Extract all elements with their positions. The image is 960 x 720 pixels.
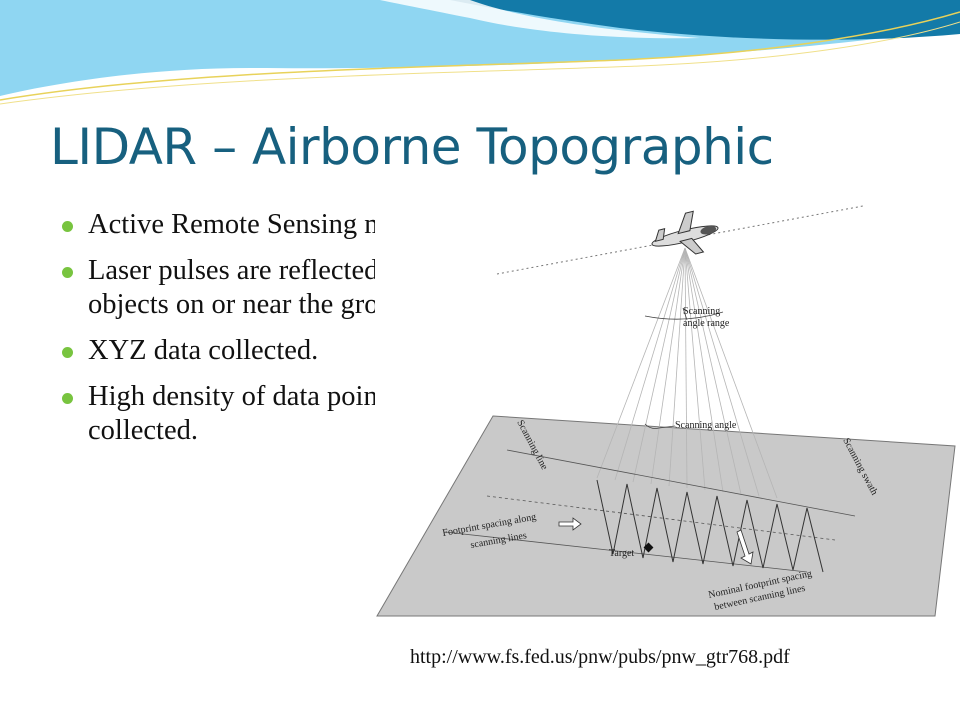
airplane-icon [651, 210, 719, 255]
source-url[interactable]: http://www.fs.fed.us/pnw/pubs/pnw_gtr768… [410, 646, 790, 668]
scanning-angle-pointer [658, 425, 676, 429]
bullet-dot [62, 267, 73, 278]
bullet-dot [62, 347, 73, 358]
bullet-dot [62, 221, 73, 232]
slide-title: LIDAR – Airborne Topographic [50, 118, 774, 176]
swath-boundary [506, 449, 856, 517]
lidar-diagram: Scanning angle range Scanning angle Scan… [375, 198, 960, 618]
target-marker [643, 542, 654, 553]
bullet-text: High density of data points collected. [88, 381, 397, 446]
ground-plane [376, 415, 956, 617]
scan-centerline [486, 495, 836, 541]
header-white-gap [380, 0, 700, 39]
label-scanning-angle-range-2: angle range [683, 318, 730, 329]
bullet-text: XYZ data collected. [88, 335, 319, 366]
label-scanning-angle-range-1: Scanning [683, 306, 720, 317]
bullet-item: XYZ data collected. [62, 334, 482, 368]
label-scanning-angle: Scanning angle [675, 420, 737, 431]
scanning-angle-arc [644, 423, 660, 429]
scanning-angle-range-arc [644, 311, 724, 320]
label-target: Target [609, 548, 634, 559]
bullet-dot [62, 393, 73, 404]
header-decoration [0, 0, 960, 105]
bullet-item: High density of data points collected. [62, 380, 482, 448]
nominal-spacing-arrow [736, 529, 754, 565]
header-dark-blue-band [450, 0, 960, 40]
header-yellow-stripe [0, 11, 960, 101]
scanning-angle-range-pointer [682, 307, 688, 321]
scanning-zigzag [596, 479, 824, 573]
header-yellow-stripe-2 [0, 21, 960, 105]
footprint-spacing-arrow [558, 517, 582, 531]
swath-boundary [444, 531, 808, 573]
laser-beams [596, 247, 778, 499]
